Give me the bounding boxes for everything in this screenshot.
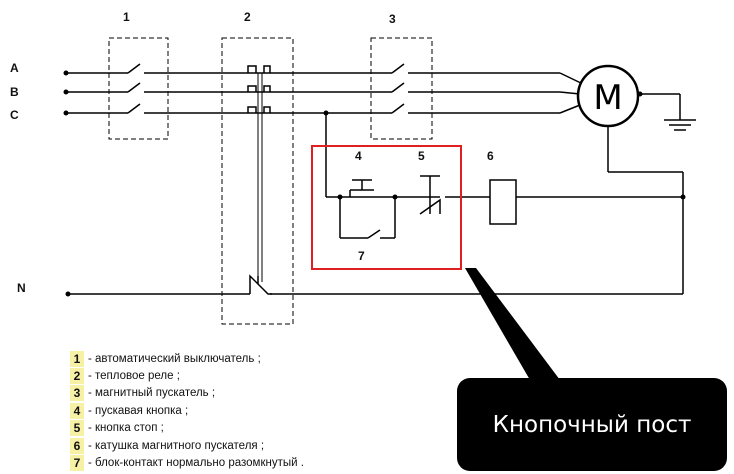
block-5-label: 5: [418, 149, 425, 163]
block-2-label: 2: [244, 10, 251, 24]
legend: 1 - автоматический выключатель ; 2 - теп…: [70, 350, 304, 472]
legend-item: 5 - кнопка стоп ;: [70, 420, 304, 437]
callout-pointer: [465, 268, 560, 380]
legend-item: 3 - магнитный пускатель ;: [70, 385, 304, 402]
motor-label: M: [593, 78, 622, 118]
legend-item: 7 - блок-контакт нормально разомкнутый .: [70, 454, 304, 472]
legend-number: 1: [70, 350, 84, 367]
legend-text: - пускавая кнопка ;: [88, 404, 189, 417]
phase-a-label: A: [10, 61, 19, 75]
legend-item: 2 - тепловое реле ;: [70, 367, 304, 385]
legend-text: - тепловое реле ;: [88, 370, 180, 383]
neutral-label: N: [17, 281, 26, 295]
block-7-label: 7: [358, 249, 365, 263]
legend-item: 4 - пускавая кнопка ;: [70, 402, 304, 419]
legend-item: 6 - катушка магнитного пускателя ;: [70, 437, 304, 454]
callout-box: [457, 378, 727, 471]
legend-number: 3: [70, 385, 84, 402]
legend-text: - блок-контакт нормально разомкнутый .: [88, 457, 304, 470]
legend-number: 2: [70, 368, 84, 385]
block-1-label: 1: [123, 10, 130, 24]
legend-number: 4: [70, 402, 84, 419]
legend-number: 7: [70, 455, 84, 472]
button-station-box: [311, 145, 462, 270]
legend-text: - катушка магнитного пускателя ;: [88, 439, 265, 452]
phase-b-label: B: [10, 85, 19, 99]
block-6-label: 6: [487, 149, 494, 163]
legend-item: 1 - автоматический выключатель ;: [70, 350, 304, 367]
legend-text: - кнопка стоп ;: [88, 422, 164, 435]
block-4-label: 4: [355, 149, 362, 163]
block-3-label: 3: [389, 12, 396, 26]
legend-text: - автоматический выключатель ;: [88, 352, 261, 365]
legend-number: 6: [70, 437, 84, 454]
callout-text: Кнопочный пост: [493, 412, 692, 438]
legend-text: - магнитный пускатель ;: [88, 387, 216, 400]
motor-icon: [576, 64, 640, 128]
phase-c-label: C: [10, 108, 19, 122]
legend-number: 5: [70, 420, 84, 437]
